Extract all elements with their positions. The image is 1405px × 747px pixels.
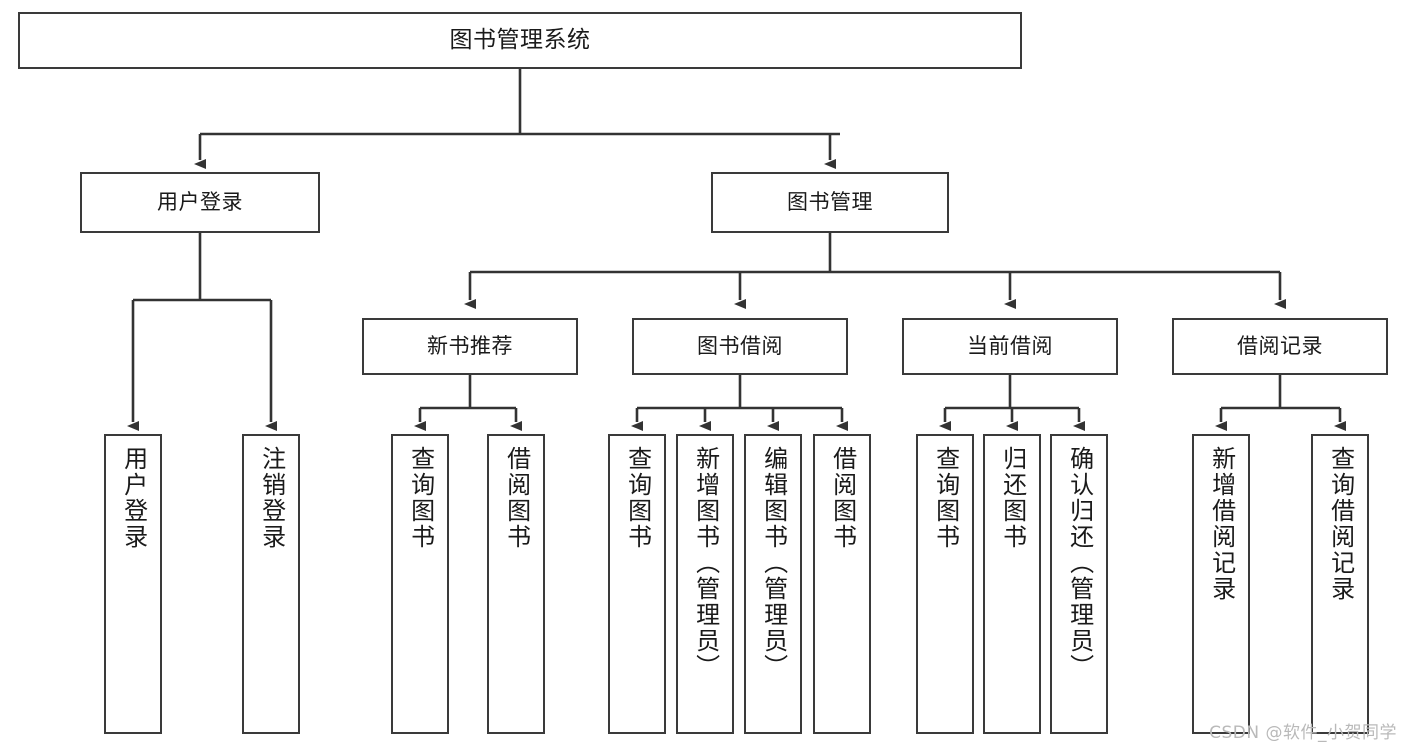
node-book-borrow-label: 图书借阅: [697, 334, 783, 359]
leaf-label: 借阅图书: [502, 446, 531, 550]
node-user-login[interactable]: 用户登录: [80, 172, 320, 233]
leaf-borrow-edit-book[interactable]: 编辑图书（管理员）: [744, 434, 802, 734]
node-current-borrow[interactable]: 当前借阅: [902, 318, 1118, 375]
leaf-label: 查询图书: [406, 446, 435, 550]
leaf-new-book-query[interactable]: 查询图书: [391, 434, 449, 734]
leaf-current-return-book[interactable]: 归还图书: [983, 434, 1041, 734]
leaf-current-query-book[interactable]: 查询图书: [916, 434, 974, 734]
leaf-label: 注销登录: [257, 446, 286, 550]
leaf-current-confirm-return[interactable]: 确认归还（管理员）: [1050, 434, 1108, 734]
leaf-label: 新增借阅记录: [1207, 446, 1236, 602]
node-borrow-record-label: 借阅记录: [1237, 334, 1323, 359]
leaf-record-add[interactable]: 新增借阅记录: [1192, 434, 1250, 734]
leaf-label: 查询借阅记录: [1326, 446, 1355, 602]
node-new-book-recommend-label: 新书推荐: [427, 334, 513, 359]
node-book-management-label: 图书管理: [787, 190, 873, 215]
leaf-label: 查询图书: [931, 446, 960, 550]
leaf-new-book-borrow[interactable]: 借阅图书: [487, 434, 545, 734]
leaf-label: 编辑图书（管理员）: [759, 446, 788, 680]
leaf-label: 归还图书: [998, 446, 1027, 550]
leaf-user-login-signout[interactable]: 注销登录: [242, 434, 300, 734]
node-book-management[interactable]: 图书管理: [711, 172, 949, 233]
node-new-book-recommend[interactable]: 新书推荐: [362, 318, 578, 375]
leaf-label: 用户登录: [119, 446, 148, 550]
node-current-borrow-label: 当前借阅: [967, 334, 1053, 359]
node-root[interactable]: 图书管理系统: [18, 12, 1022, 69]
node-user-login-label: 用户登录: [157, 190, 243, 215]
node-borrow-record[interactable]: 借阅记录: [1172, 318, 1388, 375]
node-root-label: 图书管理系统: [449, 26, 591, 53]
leaf-label: 查询图书: [623, 446, 652, 550]
node-book-borrow[interactable]: 图书借阅: [632, 318, 848, 375]
leaf-borrow-query-book[interactable]: 查询图书: [608, 434, 666, 734]
csdn-watermark: CSDN @软件_小贺同学: [1209, 723, 1397, 743]
leaf-record-query[interactable]: 查询借阅记录: [1311, 434, 1369, 734]
leaf-borrow-borrow-book[interactable]: 借阅图书: [813, 434, 871, 734]
leaf-label: 新增图书（管理员）: [691, 446, 720, 680]
leaf-borrow-add-book[interactable]: 新增图书（管理员）: [676, 434, 734, 734]
leaf-label: 确认归还（管理员）: [1065, 446, 1094, 680]
leaf-label: 借阅图书: [828, 446, 857, 550]
leaf-user-login-signin[interactable]: 用户登录: [104, 434, 162, 734]
